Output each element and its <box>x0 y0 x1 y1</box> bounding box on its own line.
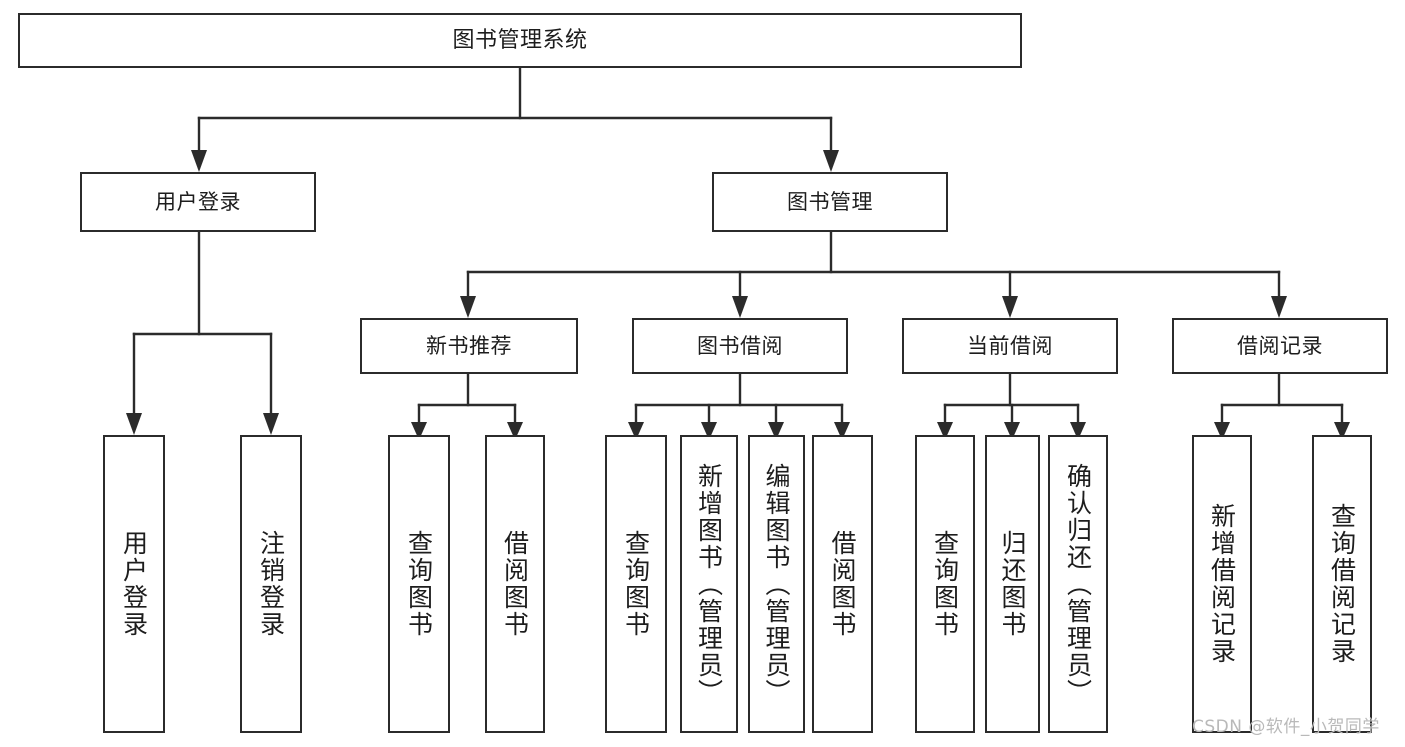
leaf-borrow-book-1[interactable]: 借阅图书 <box>485 435 545 733</box>
leaf-add-book[interactable]: 新增图书（管理员） <box>680 435 738 733</box>
leaf-user-login[interactable]: 用户登录 <box>103 435 165 733</box>
node-root[interactable]: 图书管理系统 <box>18 13 1022 68</box>
csdn-watermark: CSDN @软件_小贺同学 <box>1192 717 1380 737</box>
leaf-user-login-label: 用户登录 <box>119 530 149 638</box>
leaf-add-record[interactable]: 新增借阅记录 <box>1192 435 1252 733</box>
node-user-login[interactable]: 用户登录 <box>80 172 316 232</box>
leaf-confirm-return-label: 确认归还（管理员） <box>1063 462 1093 706</box>
leaf-query-book-2[interactable]: 查询图书 <box>605 435 667 733</box>
leaf-query-book-3-label: 查询图书 <box>930 530 960 638</box>
node-current-borrow-label: 当前借阅 <box>967 333 1053 358</box>
leaf-return-book[interactable]: 归还图书 <box>985 435 1040 733</box>
node-book-borrow[interactable]: 图书借阅 <box>632 318 848 374</box>
leaf-query-book-1[interactable]: 查询图书 <box>388 435 450 733</box>
node-borrow-record-label: 借阅记录 <box>1237 333 1323 358</box>
node-user-login-label: 用户登录 <box>155 189 241 214</box>
node-new-book-recommend-label: 新书推荐 <box>426 333 512 358</box>
leaf-confirm-return[interactable]: 确认归还（管理员） <box>1048 435 1108 733</box>
leaf-query-book-3[interactable]: 查询图书 <box>915 435 975 733</box>
leaf-query-book-2-label: 查询图书 <box>621 530 651 638</box>
leaf-query-book-1-label: 查询图书 <box>404 530 434 638</box>
leaf-logout-login[interactable]: 注销登录 <box>240 435 302 733</box>
leaf-borrow-book-2-label: 借阅图书 <box>828 530 857 638</box>
node-root-label: 图书管理系统 <box>452 27 588 53</box>
leaf-borrow-book-2[interactable]: 借阅图书 <box>812 435 873 733</box>
node-current-borrow[interactable]: 当前借阅 <box>902 318 1118 374</box>
node-book-management-label: 图书管理 <box>787 189 873 214</box>
leaf-add-record-label: 新增借阅记录 <box>1207 503 1237 665</box>
leaf-query-record-label: 查询借阅记录 <box>1327 503 1357 665</box>
leaf-query-record[interactable]: 查询借阅记录 <box>1312 435 1372 733</box>
leaf-add-book-label: 新增图书（管理员） <box>694 462 724 706</box>
leaf-edit-book-label: 编辑图书（管理员） <box>762 462 791 706</box>
leaf-borrow-book-1-label: 借阅图书 <box>500 530 530 638</box>
node-borrow-record[interactable]: 借阅记录 <box>1172 318 1388 374</box>
node-book-borrow-label: 图书借阅 <box>697 333 783 358</box>
leaf-logout-login-label: 注销登录 <box>256 530 286 638</box>
leaf-return-book-label: 归还图书 <box>998 530 1027 638</box>
node-book-management[interactable]: 图书管理 <box>712 172 948 232</box>
leaf-edit-book[interactable]: 编辑图书（管理员） <box>748 435 805 733</box>
node-new-book-recommend[interactable]: 新书推荐 <box>360 318 578 374</box>
